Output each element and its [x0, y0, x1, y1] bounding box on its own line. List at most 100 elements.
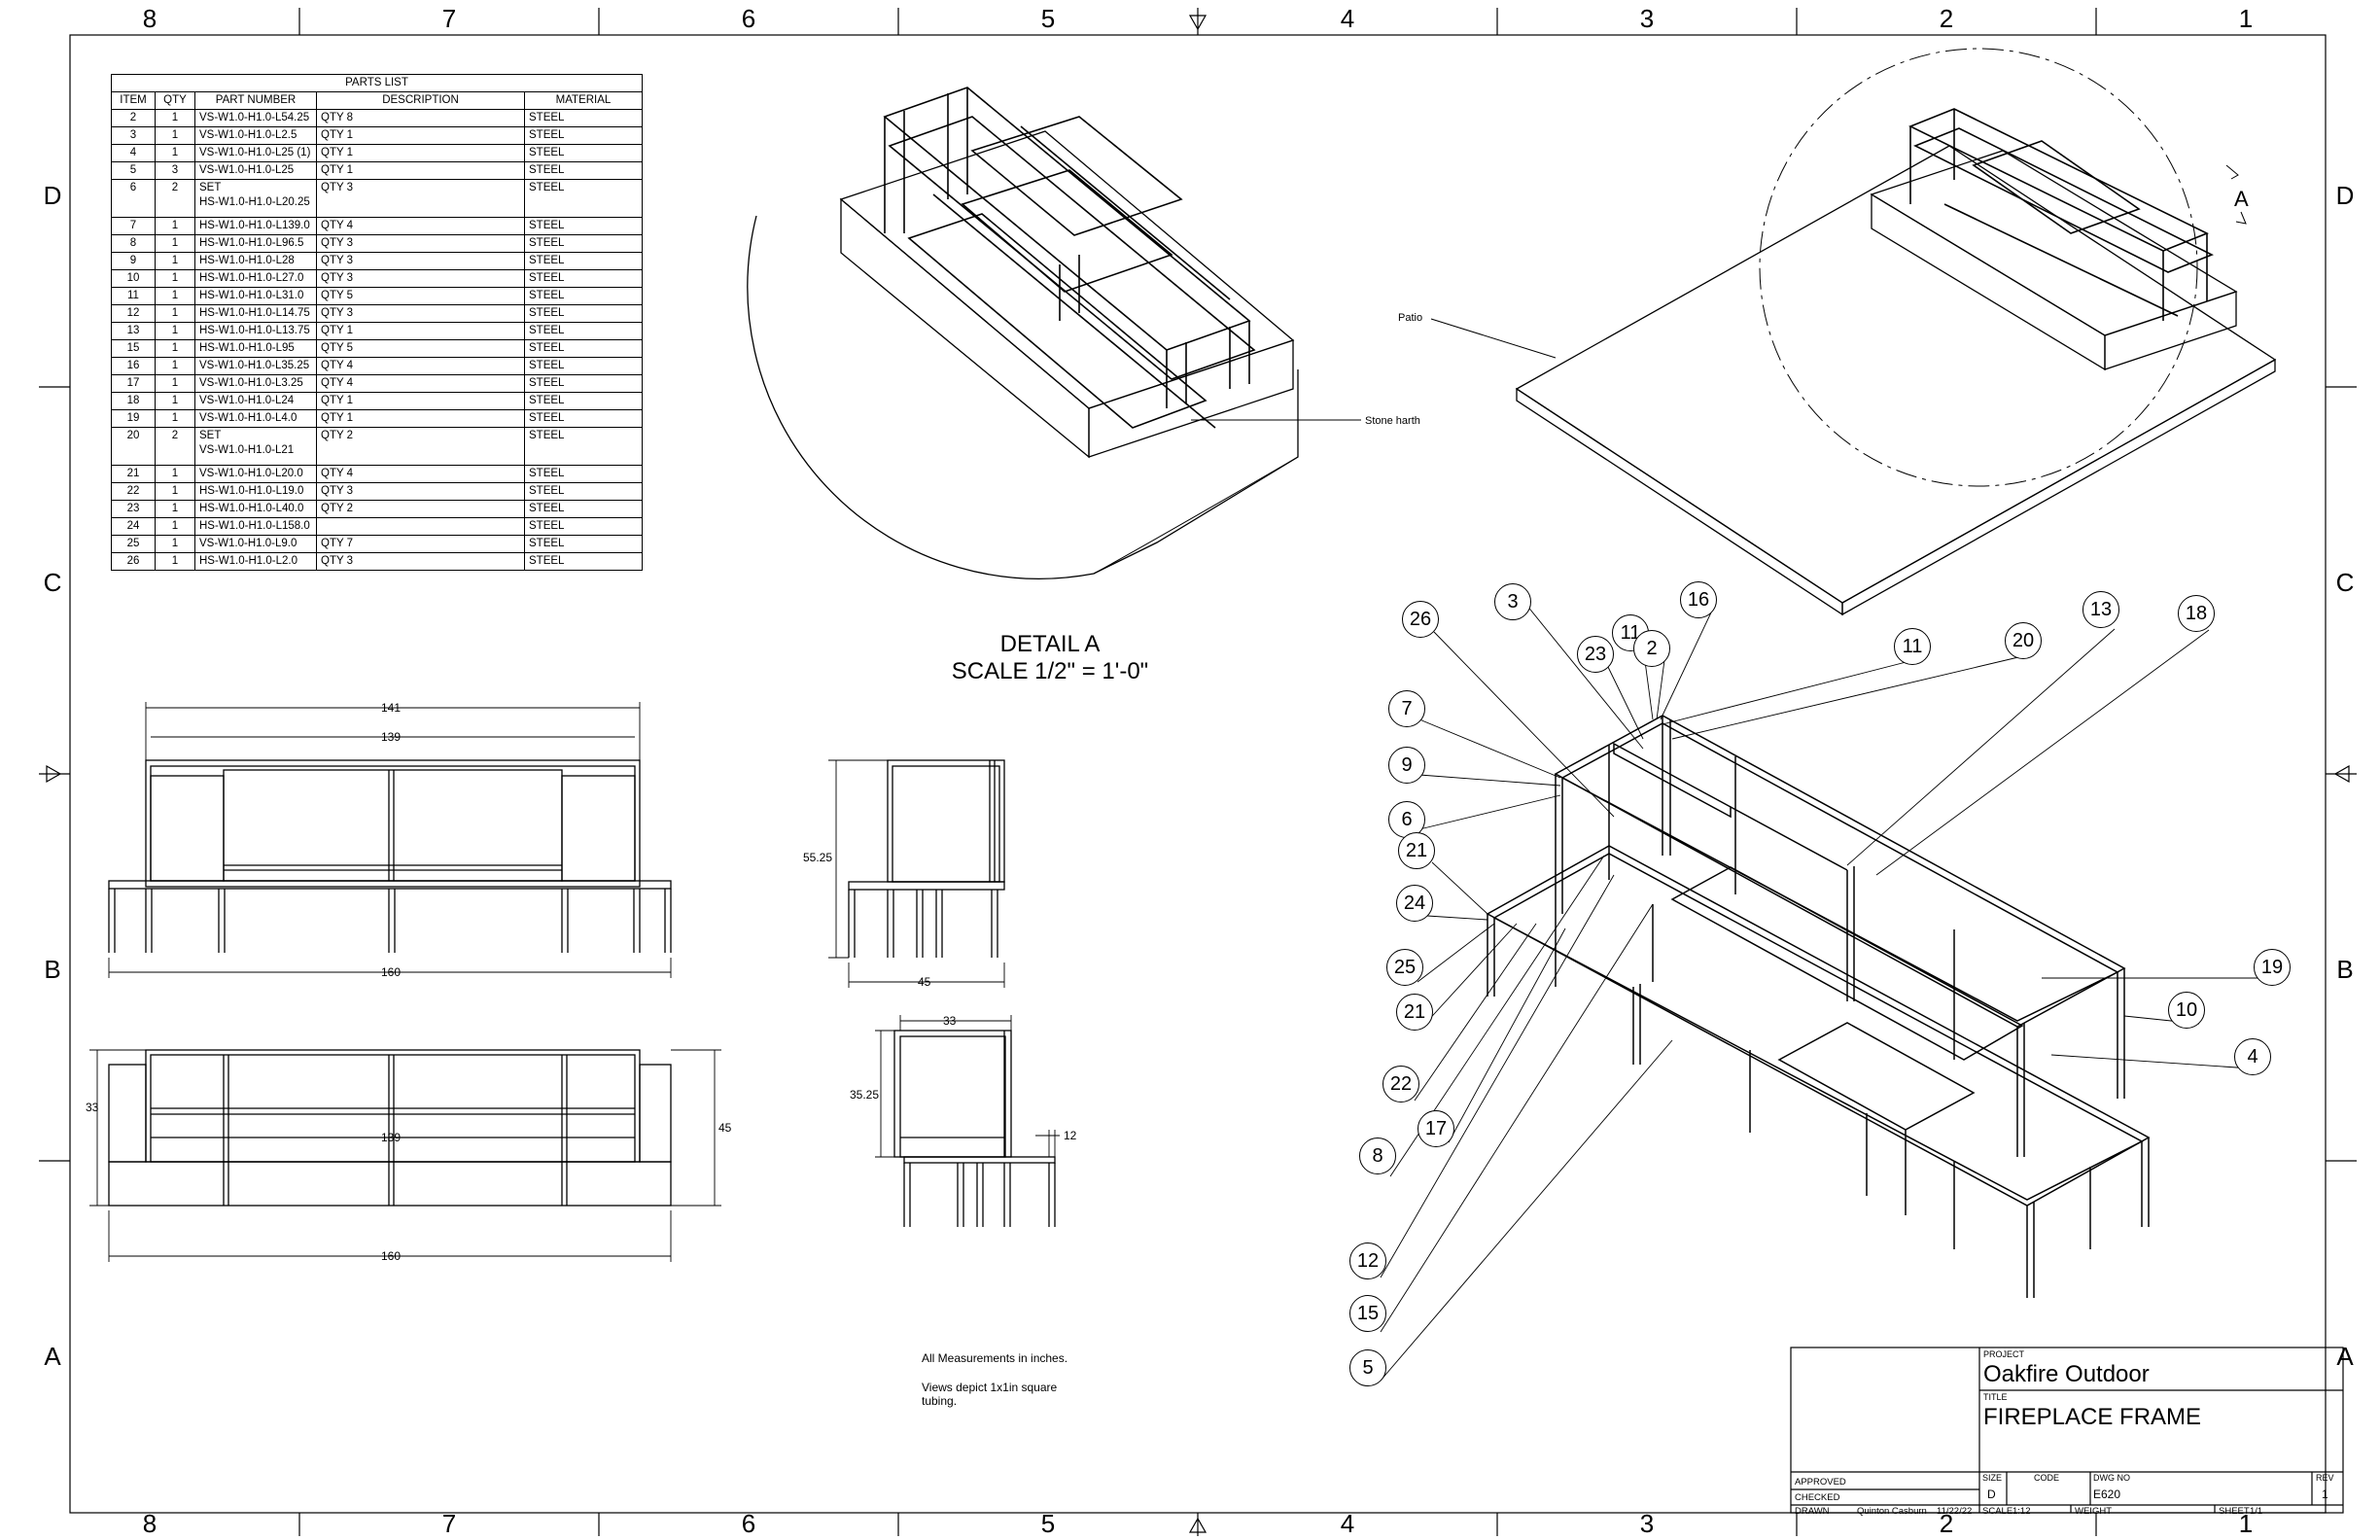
detail-marker-label: A	[2234, 187, 2249, 211]
row-label: A	[44, 1342, 61, 1371]
patio-label: Patio	[1398, 312, 1422, 324]
table-cell: VS-W1.0-H1.0-L54.25	[194, 109, 317, 127]
row-label: C	[43, 568, 62, 597]
item-balloon: 5	[1349, 1349, 1386, 1386]
dwg-no: E620	[2093, 1488, 2121, 1501]
item-balloon: 15	[1349, 1295, 1386, 1332]
drawn-by: Quinton Casburn	[1857, 1506, 1927, 1517]
zone-label: 5	[1040, 4, 1056, 33]
table-cell: SET HS-W1.0-H1.0-L20.25	[194, 179, 317, 218]
item-balloon: 11	[1894, 628, 1931, 665]
dim-45: 45	[718, 1121, 732, 1135]
zone-label: 5	[1040, 1509, 1056, 1538]
zone-label: 6	[741, 1509, 756, 1538]
checked-label: CHECKED	[1795, 1492, 1840, 1503]
dim-141: 141	[381, 701, 401, 715]
row-label: C	[2335, 568, 2355, 597]
zone-label: 7	[441, 1509, 457, 1538]
table-cell: VS-W1.0-H1.0-L20.0	[194, 465, 317, 483]
table-cell: VS-W1.0-H1.0-L3.25	[194, 374, 317, 393]
zone-label: 2	[1939, 1509, 1954, 1538]
detail-a-view	[747, 87, 1361, 579]
approved-label: APPROVED	[1795, 1477, 1846, 1488]
item-balloon: 26	[1402, 601, 1439, 638]
sheet-value: 1/1	[2250, 1506, 2263, 1517]
dim-139: 139	[381, 730, 401, 744]
code-label: CODE	[2034, 1473, 2060, 1483]
item-balloon: 13	[2082, 591, 2119, 628]
side-view-2	[875, 1015, 1060, 1227]
detail-a-title: DETAIL A	[999, 631, 1101, 657]
zone-label: 3	[1639, 1509, 1655, 1538]
sheet-label: SHEET	[2219, 1506, 2250, 1517]
table-cell: HS-W1.0-H1.0-L139.0	[194, 217, 317, 235]
item-balloon: 16	[1680, 581, 1717, 618]
zone-label: 1	[2238, 4, 2254, 33]
item-balloon: 9	[1388, 747, 1425, 784]
table-cell: VS-W1.0-H1.0-L2.5	[194, 126, 317, 145]
zone-label: 6	[741, 4, 756, 33]
column-header: MATERIAL	[524, 91, 643, 110]
table-cell: STEEL	[524, 179, 643, 218]
rev-label: REV	[2316, 1473, 2334, 1483]
item-balloon: 25	[1386, 949, 1423, 986]
balloon-leaders	[1380, 604, 2285, 1382]
zone-label: 2	[1939, 4, 1954, 33]
row-label: B	[2336, 955, 2354, 984]
top-view	[89, 1049, 721, 1262]
item-balloon: 18	[2178, 595, 2215, 632]
table-cell: 15	[111, 339, 156, 358]
weight-label: WEIGHT	[2075, 1506, 2112, 1517]
project-name: Oakfire Outdoor	[1983, 1361, 2150, 1387]
zone-label: 8	[142, 1509, 158, 1538]
size-label: SIZE	[1982, 1473, 2003, 1483]
table-cell: STEEL	[524, 517, 643, 536]
item-balloon: 24	[1396, 885, 1433, 922]
table-cell: STEEL	[524, 304, 643, 323]
row-label: D	[2335, 181, 2355, 210]
dim-35: 35.25	[850, 1088, 879, 1102]
size-value: D	[1987, 1488, 1996, 1501]
table-cell: QTY 1	[316, 144, 525, 162]
drawn-date: 11/22/22	[1937, 1506, 1973, 1517]
item-balloon: 2	[1633, 630, 1670, 667]
detail-a-scale: SCALE 1/2" = 1'-0"	[951, 658, 1149, 684]
item-balloon: 6	[1388, 801, 1425, 838]
dim-160: 160	[381, 965, 401, 979]
parts-list-header: ITEM QTY PART NUMBER DESCRIPTION MATERIA…	[111, 91, 643, 110]
table-cell: HS-W1.0-H1.0-L158.0	[194, 517, 317, 536]
item-balloon: 10	[2168, 992, 2205, 1029]
dim-12: 12	[1064, 1129, 1077, 1142]
scale-value: 1:12	[2012, 1506, 2031, 1517]
table-cell: VS-W1.0-H1.0-L35.25	[194, 357, 317, 375]
zone-label: 1	[2238, 1509, 2254, 1538]
project-label: PROJECT	[1983, 1349, 2025, 1359]
stone-harth-label: Stone harth	[1365, 415, 1420, 427]
table-cell: SET VS-W1.0-H1.0-L21	[194, 427, 317, 466]
dwg-no-label: DWG NO	[2093, 1473, 2130, 1483]
front-view	[108, 702, 672, 978]
drawing-title: FIREPLACE FRAME	[1983, 1404, 2202, 1430]
row-label: D	[43, 181, 62, 210]
isometric-assembly	[1486, 715, 2151, 1298]
patio-view	[1430, 48, 2277, 616]
item-balloon: 19	[2254, 949, 2291, 986]
item-balloon: 4	[2234, 1038, 2271, 1075]
item-balloon: 7	[1388, 690, 1425, 727]
table-cell: STEEL	[524, 109, 643, 127]
table-cell: HS-W1.0-H1.0-L28	[194, 252, 317, 270]
row-label: B	[44, 955, 61, 984]
dim-45: 45	[918, 975, 931, 989]
table-cell: QTY 1	[316, 392, 525, 410]
note-line: tubing.	[922, 1394, 958, 1408]
